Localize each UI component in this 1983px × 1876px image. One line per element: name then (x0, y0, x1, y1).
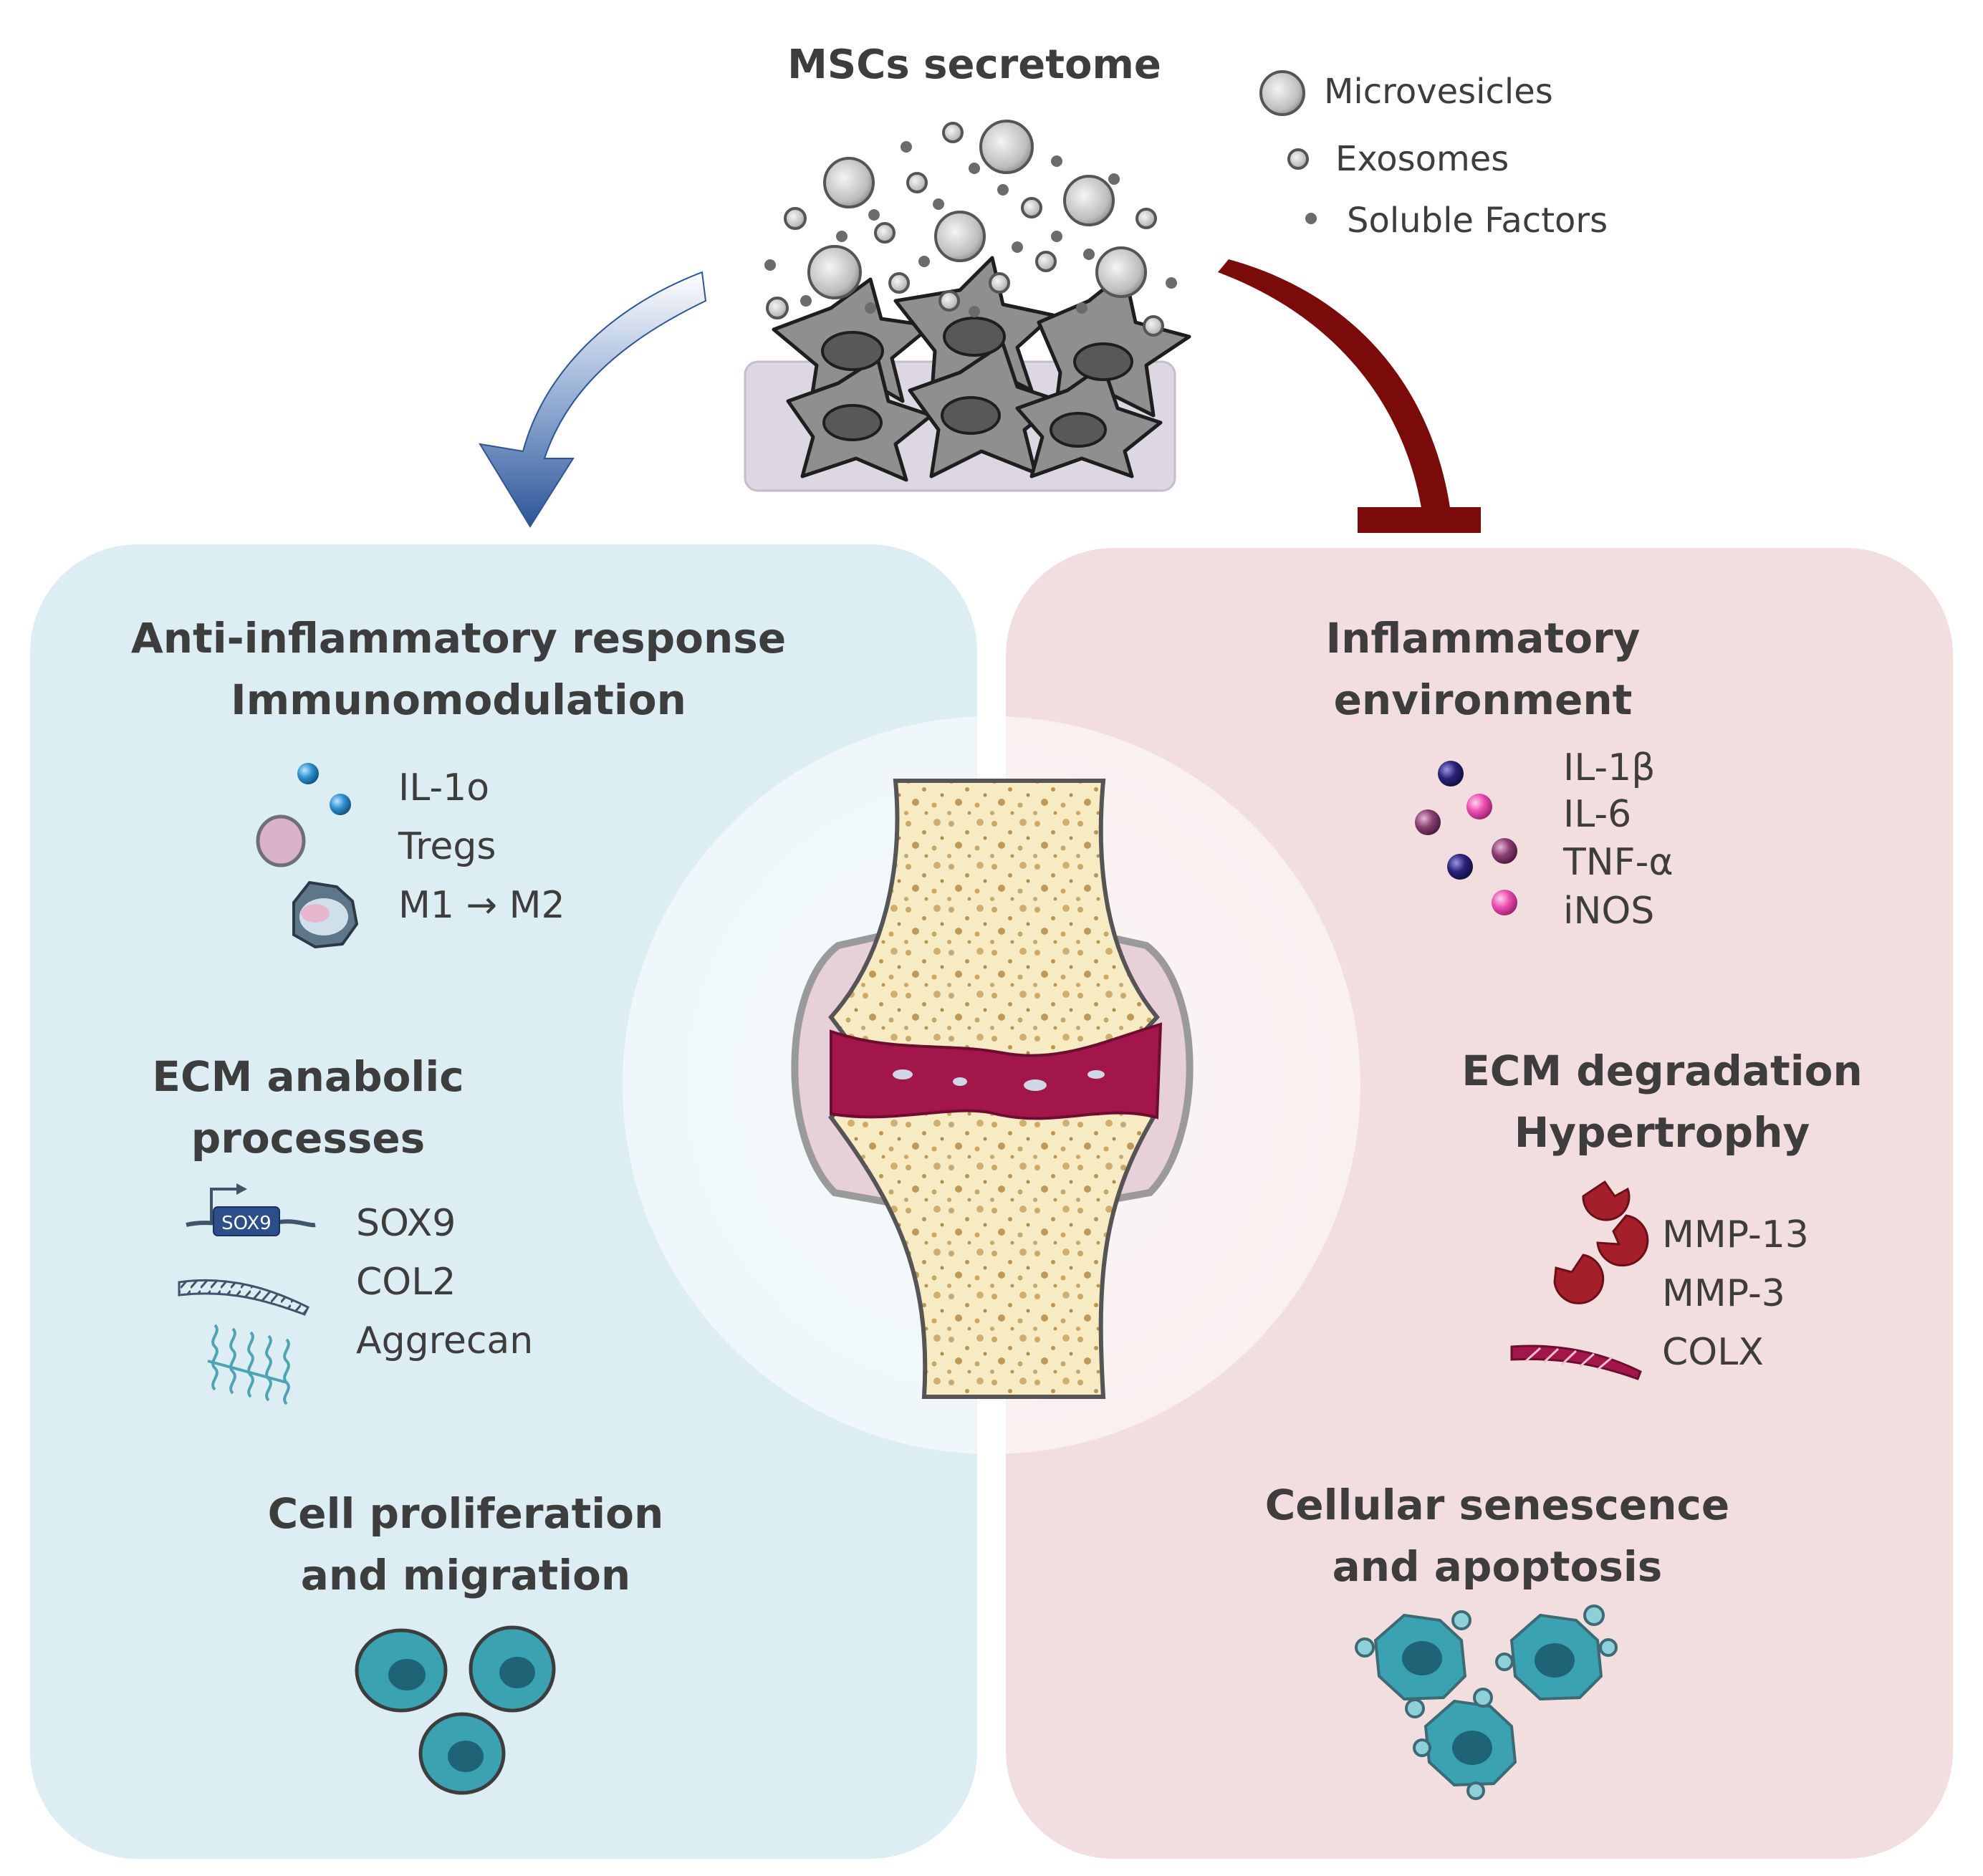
promote-arrow (479, 271, 707, 528)
teal-cell-1 (355, 1628, 448, 1713)
colx-fibril-icon (1510, 1345, 1642, 1380)
secretome-title: MSCs secretome (787, 42, 1161, 88)
il1b-label: IL-1β (1563, 746, 1656, 789)
treg-cell-icon (256, 814, 306, 867)
senescence-title: Cellular senescence and apoptosis (1232, 1474, 1762, 1597)
inos-label: iNOS (1563, 890, 1655, 933)
ecm-degradation-line1: ECM degradation (1461, 1047, 1863, 1095)
senescence-line2: and apoptosis (1332, 1542, 1663, 1591)
senescence-line1: Cellular senescence (1264, 1481, 1730, 1529)
cell-proliferation-line1: Cell proliferation (267, 1489, 664, 1538)
ecm-anabolic-line2: processes (191, 1114, 426, 1163)
il1b-molecule-icon (1438, 761, 1464, 787)
legend-microvesicles: Microvesicles (1324, 72, 1553, 112)
tnfa-label: TNF-α (1563, 841, 1674, 884)
senescent-cell-1 (1355, 1610, 1471, 1718)
microvesicle-symbol (1259, 70, 1305, 116)
proliferating-cells (355, 1625, 556, 1795)
ecm-anabolic-line1: ECM anabolic (152, 1052, 464, 1101)
macrophage-icon (292, 880, 359, 949)
msc-cluster (744, 256, 1191, 492)
ecm-degradation-title: ECM degradation Hypertrophy (1418, 1040, 1906, 1163)
inhibit-bar (1358, 507, 1481, 533)
aggrecan-icon (207, 1324, 290, 1405)
immune-icons (256, 763, 359, 949)
joint-illustration (791, 779, 1194, 1399)
senescent-cell-2 (1495, 1605, 1618, 1701)
ecm-anabolic-title: ECM anabolic processes (115, 1046, 501, 1169)
anti-inflammatory-line2: Immunomodulation (231, 675, 686, 724)
teal-cell-2 (469, 1625, 556, 1713)
il10-molecule-icon (297, 763, 319, 784)
senescent-cell-3 (1413, 1688, 1517, 1800)
soluble-factor-symbol (1305, 213, 1317, 224)
secretome-particles (764, 120, 1177, 337)
teal-cell-3 (418, 1712, 506, 1795)
legend-exosomes: Exosomes (1335, 139, 1509, 179)
col2-label: COL2 (356, 1261, 456, 1304)
sox9-label: SOX9 (356, 1202, 456, 1245)
cell-proliferation-line2: and migration (300, 1551, 631, 1600)
mmp-icons (1510, 1180, 1649, 1380)
cell-proliferation-title: Cell proliferation and migration (236, 1483, 695, 1606)
mmp13-icon (1596, 1214, 1649, 1267)
ecm-degradation-line2: Hypertrophy (1514, 1108, 1810, 1157)
exosome-symbol (1287, 148, 1309, 170)
sox9-tag (213, 1206, 280, 1236)
ecm-anabolic-icons: SOX9 (178, 1183, 316, 1405)
mmp3-label: MMP-3 (1662, 1272, 1785, 1315)
sox9-gene-icon: SOX9 (186, 1183, 316, 1236)
senescent-cells (1355, 1605, 1618, 1800)
il10-label: IL-1o (398, 766, 490, 809)
colx-label: COLX (1662, 1331, 1764, 1374)
mmp13-label: MMP-13 (1662, 1213, 1809, 1256)
cytokine-icons (1415, 761, 1517, 915)
anti-inflammatory-line1: Anti-inflammatory response (130, 614, 787, 663)
inhibit-arrow-shaft (1218, 259, 1451, 512)
lower-bone (828, 1087, 1156, 1399)
legend-symbols (1259, 70, 1317, 224)
inflammatory-line2: environment (1333, 675, 1633, 724)
inflammatory-line1: Inflammatory (1325, 614, 1641, 663)
tregs-label: Tregs (398, 825, 496, 868)
col2-fibril-icon (178, 1279, 310, 1316)
inflammatory-title: Inflammatory environment (1268, 607, 1698, 731)
aggrecan-label: Aggrecan (356, 1319, 534, 1362)
damaged-cartilage (830, 1022, 1163, 1120)
macrophage-polarization-label: M1 → M2 (398, 884, 565, 927)
sox9-tag-label: SOX9 (221, 1213, 272, 1234)
legend-soluble-factors: Soluble Factors (1347, 201, 1608, 241)
anti-inflammatory-title: Anti-inflammatory response Immunomodulat… (86, 607, 831, 731)
il6-label: IL-6 (1563, 793, 1632, 836)
mmp3-icon (1553, 1254, 1605, 1304)
